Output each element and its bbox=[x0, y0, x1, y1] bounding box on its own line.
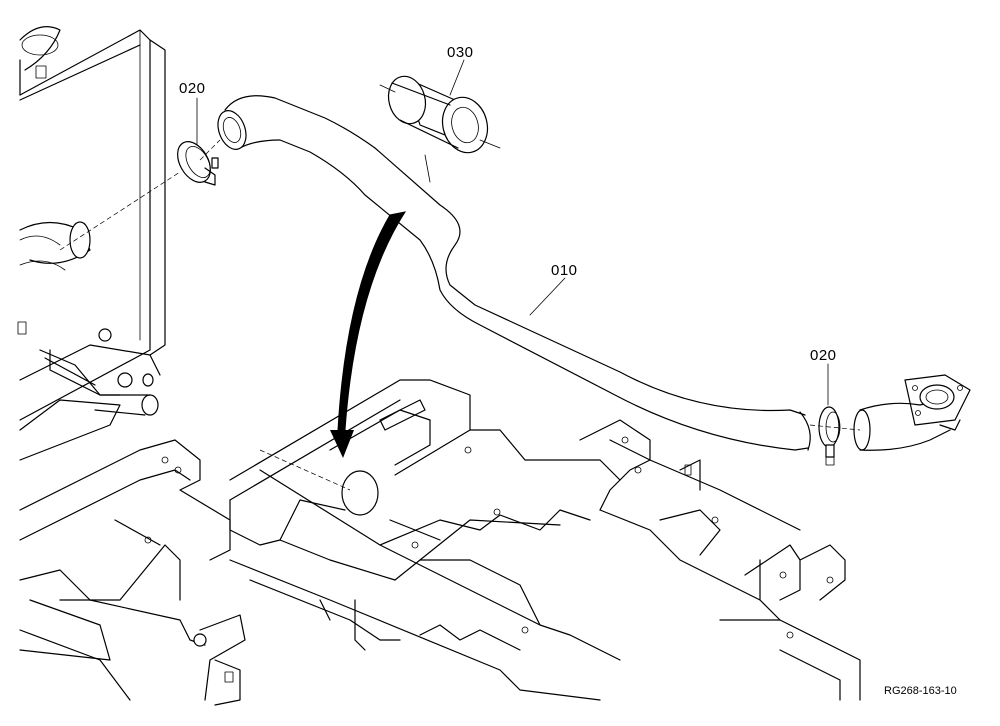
leader-lines bbox=[196, 59, 829, 406]
clamp-left-part bbox=[177, 141, 219, 186]
installation-arrow bbox=[330, 211, 407, 458]
clamp-right-part bbox=[818, 406, 841, 466]
hose-part bbox=[217, 95, 811, 451]
alignment-lines bbox=[59, 139, 861, 491]
sleeve-part bbox=[379, 75, 501, 154]
label-hose: 010 bbox=[551, 262, 578, 279]
frame-chassis bbox=[19, 379, 861, 706]
radiator-assembly bbox=[17, 26, 166, 461]
reference-code: RG268-163-10 bbox=[884, 685, 957, 697]
label-clamp-left: 020 bbox=[179, 80, 206, 97]
label-sleeve: 030 bbox=[447, 44, 474, 61]
outlet-pipe bbox=[853, 374, 971, 451]
label-clamp-right: 020 bbox=[810, 347, 837, 364]
